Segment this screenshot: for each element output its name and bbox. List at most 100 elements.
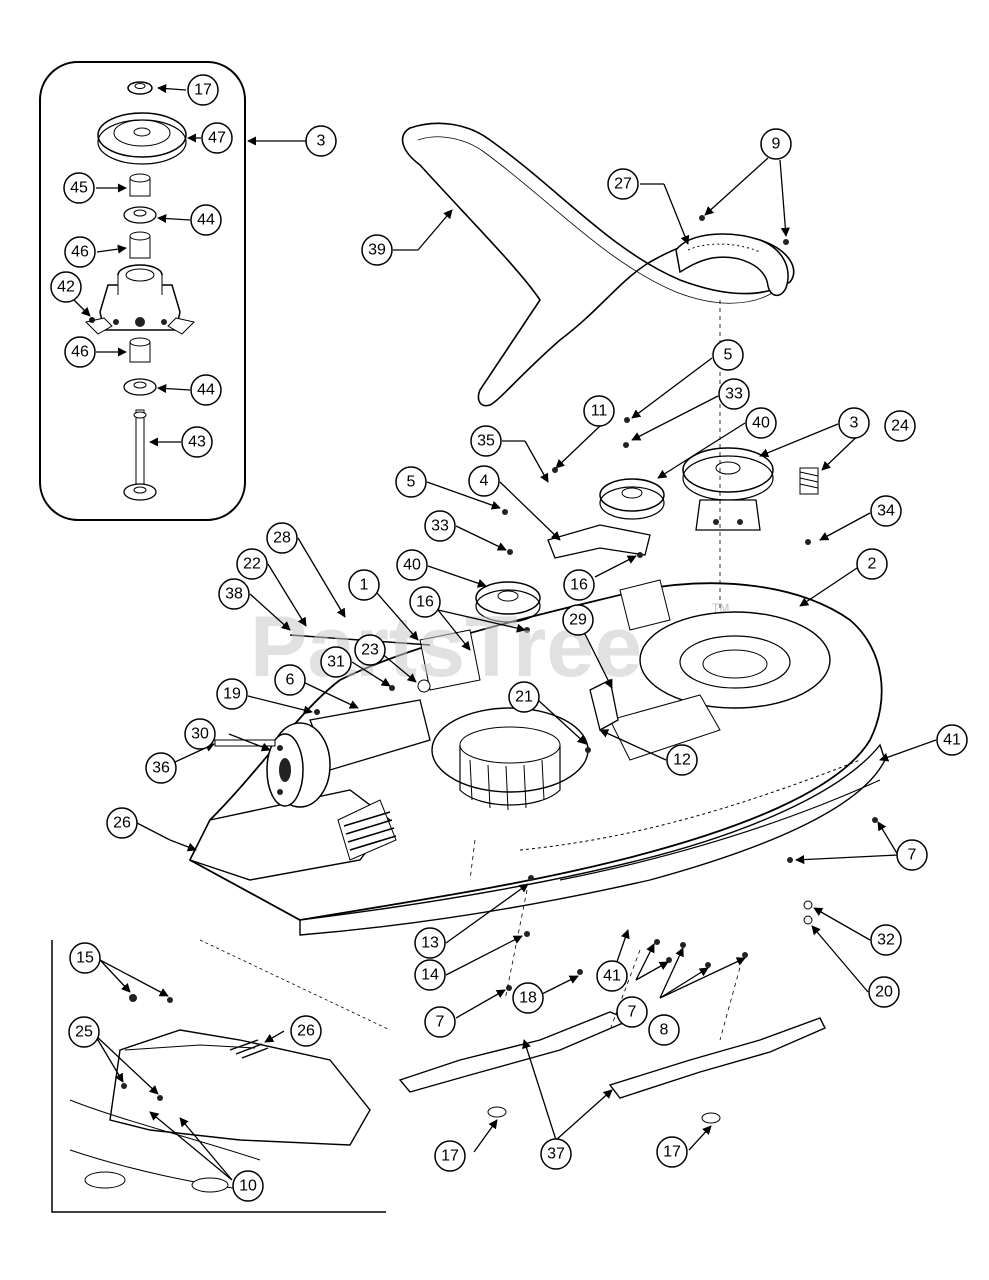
callout-40: 40: [396, 549, 428, 581]
callout-14: 14: [414, 959, 446, 991]
callout-label: 30: [191, 726, 209, 743]
callout-16: 16: [409, 586, 441, 618]
watermark-tm: TM: [712, 601, 729, 615]
callout-12: 12: [666, 744, 698, 776]
callout-label: 20: [875, 984, 893, 1001]
callout-47: 47: [201, 122, 233, 154]
callout-9: 9: [760, 128, 792, 160]
callout-44: 44: [190, 374, 222, 406]
callouts: 17 47 3 45 44 46 42 46 44 43 9 27 39 5 3…: [50, 74, 968, 1202]
callout-label: 22: [243, 556, 261, 573]
callout-label: 36: [152, 760, 170, 777]
callout-label: 46: [71, 244, 89, 261]
callout-20: 20: [868, 976, 900, 1008]
callout-label: 38: [225, 586, 243, 603]
callout-label: 44: [197, 382, 215, 399]
callout-4: 4: [468, 465, 500, 497]
callout-label: 44: [197, 212, 215, 229]
callout-32: 32: [870, 924, 902, 956]
callout-1: 1: [348, 569, 380, 601]
callout-31: 31: [320, 646, 352, 678]
callout-8: 8: [648, 1014, 680, 1046]
callout-36: 36: [145, 752, 177, 784]
callout-label: 33: [431, 518, 449, 535]
deck-hardware: [214, 215, 878, 991]
callout-label: 33: [725, 386, 743, 403]
spindle-inset: [39, 61, 246, 521]
callout-label: 34: [877, 503, 895, 520]
callout-label: 17: [194, 82, 212, 99]
callout-46: 46: [64, 336, 96, 368]
callout-label: 5: [407, 474, 416, 491]
gauge-wheel: [266, 722, 331, 808]
callout-45: 45: [63, 172, 95, 204]
blades: [398, 1011, 826, 1124]
callout-10: 10: [232, 1170, 264, 1202]
callout-label: 7: [436, 1014, 445, 1031]
callout-15: 15: [69, 942, 101, 974]
callout-5: 5: [395, 466, 427, 498]
callout-26: 26: [106, 807, 138, 839]
callout-41: 41: [936, 724, 968, 756]
callout-39: 39: [361, 234, 393, 266]
callout-label: 9: [772, 136, 781, 153]
idler-arm: [547, 524, 651, 559]
callout-label: 21: [515, 689, 533, 706]
spindle-assembly-right: [682, 447, 774, 531]
callout-17: 17: [187, 74, 219, 106]
callout-13: 13: [414, 927, 446, 959]
callout-6: 6: [274, 664, 306, 696]
callout-label: 11: [591, 403, 608, 420]
callout-label: 46: [71, 344, 89, 361]
callout-19: 19: [216, 678, 248, 710]
callout-25: 25: [68, 1016, 100, 1048]
callout-17: 17: [656, 1136, 688, 1168]
callout-label: 13: [421, 935, 439, 952]
callout-33: 33: [718, 378, 750, 410]
callout-label: 42: [57, 279, 75, 296]
callout-34: 34: [870, 495, 902, 527]
callout-label: 27: [614, 176, 632, 193]
callout-40: 40: [745, 407, 777, 439]
chute-inset: [51, 939, 391, 1213]
callout-33: 33: [424, 510, 456, 542]
callout-label: 41: [943, 732, 961, 749]
callout-42: 42: [50, 271, 82, 303]
callout-label: 39: [368, 242, 386, 259]
callout-5: 5: [712, 339, 744, 371]
callout-44: 44: [190, 204, 222, 236]
callout-label: 24: [891, 418, 909, 435]
callout-label: 7: [628, 1004, 637, 1021]
callout-label: 35: [477, 433, 495, 450]
callout-46: 46: [64, 236, 96, 268]
callout-label: 25: [75, 1024, 93, 1041]
callout-label: 26: [113, 815, 131, 832]
callout-18: 18: [512, 982, 544, 1014]
callout-26: 26: [290, 1015, 322, 1047]
callout-label: 14: [421, 967, 439, 984]
callout-label: 17: [441, 1148, 459, 1165]
callout-label: 5: [724, 347, 733, 364]
callout-24: 24: [884, 410, 916, 442]
callout-label: 29: [569, 612, 587, 629]
callout-label: 3: [850, 415, 859, 432]
callout-29: 29: [562, 604, 594, 636]
callout-22: 22: [236, 548, 268, 580]
spring: [799, 467, 819, 495]
callout-label: 19: [223, 686, 241, 703]
idler-pulley-left: [475, 581, 541, 623]
callout-label: 4: [480, 473, 489, 490]
callout-label: 1: [360, 577, 369, 594]
callout-16: 16: [563, 569, 595, 601]
callout-3: 3: [305, 125, 337, 157]
callout-label: 2: [868, 556, 877, 573]
callout-label: 15: [76, 950, 94, 967]
leader-lines: [73, 84, 937, 1181]
callout-label: 17: [663, 1144, 681, 1161]
callout-23: 23: [354, 634, 386, 666]
callout-43: 43: [181, 426, 213, 458]
callout-label: 10: [239, 1178, 257, 1195]
callout-label: 3: [317, 133, 326, 150]
callout-label: 45: [70, 180, 88, 197]
